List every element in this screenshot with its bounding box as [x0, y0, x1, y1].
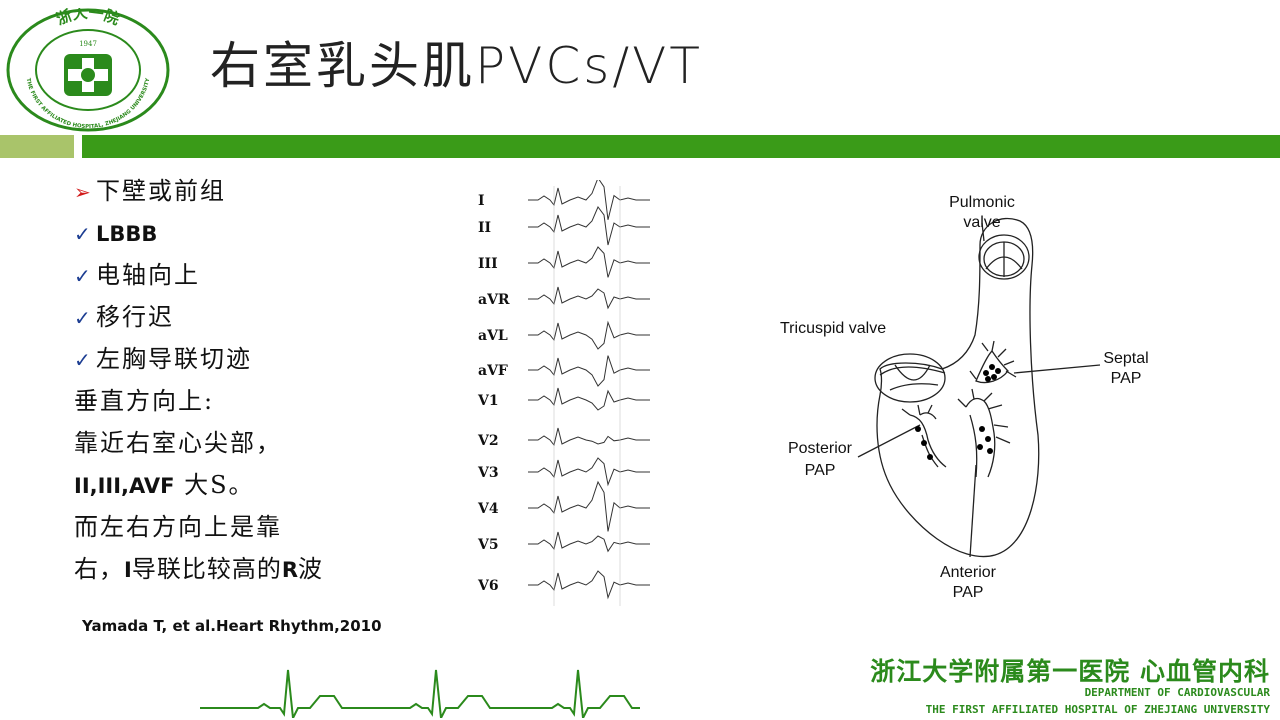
ecg-lead-label: aVF	[478, 363, 508, 379]
ecg-lead-label: V3	[477, 465, 499, 481]
label-anterior-pap: PAP	[953, 584, 984, 601]
bullet-text: 移行迟	[96, 303, 174, 331]
bullet-item: ✓移行迟	[74, 296, 454, 338]
note-line: 靠近右室心尖部，	[74, 429, 282, 457]
note-line: II,III,AVF 大S。	[74, 464, 454, 506]
ecg-trace	[528, 246, 650, 278]
ecg-trace	[528, 206, 650, 246]
ecg-trace	[528, 286, 650, 310]
note-line: 而左右方向上是靠	[74, 513, 282, 541]
slide-title: 右室乳头肌PVCs/VT	[210, 37, 703, 95]
label-septal: Septal	[1103, 350, 1148, 367]
bullet-text: 电轴向上	[96, 261, 200, 289]
ecg-lead-label: III	[478, 256, 498, 272]
label-tricuspid: Tricuspid valve	[780, 320, 886, 337]
ecg-trace	[528, 457, 650, 487]
ecg-trace	[528, 387, 650, 411]
ecg-trace	[528, 427, 650, 447]
bullet-item: ✓左胸导联切迹	[74, 338, 454, 380]
bullet-list: ➢下壁或前组 ✓LBBB ✓电轴向上 ✓移行迟 ✓左胸导联切迹 垂直方向上: 靠…	[74, 170, 454, 590]
check-bullet-icon: ✓	[74, 348, 93, 372]
ecg-lead-label: V1	[477, 393, 499, 409]
note-line: 垂直方向上:	[74, 387, 215, 415]
bullet-text: 下壁或前组	[96, 177, 226, 205]
note-bold-text: R	[281, 558, 298, 582]
ecg-trace	[528, 480, 650, 532]
note-bold-text: I	[124, 558, 132, 582]
ecg-lead-label: II	[478, 220, 491, 236]
bullet-item: ➢下壁或前组	[74, 170, 454, 212]
ecg-trace	[528, 320, 650, 350]
hospital-logo: 浙大一院 THE FIRST AFFILIATED HOSPITAL, ZHEJ…	[6, 8, 170, 132]
bullet-text: 左胸导联切迹	[96, 345, 252, 373]
bullet-item: ✓电轴向上	[74, 254, 454, 296]
pulmonic-valve	[978, 234, 1030, 280]
label-posterior: Posterior	[788, 440, 853, 457]
check-bullet-icon: ✓	[74, 264, 93, 288]
check-bullet-icon: ✓	[74, 222, 93, 246]
check-bullet-icon: ✓	[74, 306, 93, 330]
hospital-name-en: THE FIRST AFFILIATED HOSPITAL OF ZHEJIAN…	[925, 703, 1270, 716]
tricuspid-valve	[874, 353, 946, 403]
arrow-bullet-icon: ➢	[74, 180, 93, 204]
rv-outline	[876, 217, 1040, 558]
note-line: 右，I导联比较高的R波	[74, 548, 454, 590]
ecg-lead-label: I	[478, 193, 485, 209]
note-bold-text: II,III,AVF	[74, 474, 175, 498]
label-septal-pap: PAP	[1111, 370, 1142, 387]
ecg-lead-label: V6	[477, 578, 499, 594]
ecg-lead-label: V2	[477, 433, 499, 449]
department-name-en: DEPARTMENT OF CARDIOVASCULAR	[1084, 686, 1270, 699]
ecg-lead-label: aVL	[478, 328, 508, 344]
ecg-trace	[528, 531, 650, 553]
ecg-lead-label: V4	[477, 501, 499, 517]
note-text: 右，	[74, 555, 124, 583]
citation: Yamada T, et al.Heart Rhythm,2010	[82, 617, 382, 635]
title-band-accent	[0, 135, 74, 158]
note-text: 导联比较高的	[131, 555, 282, 583]
label-pulmonic: Pulmonic	[949, 194, 1015, 211]
note-text: 大S。	[174, 471, 255, 499]
papillary-muscle-diagram: Pulmonic valve Tricuspid valve Septal PA…	[780, 194, 1149, 601]
bullet-item: ✓LBBB	[74, 212, 454, 254]
ecg-trace	[528, 355, 650, 387]
ecg-trace	[528, 180, 650, 220]
note-text: 波	[298, 555, 323, 583]
title-band	[82, 135, 1280, 158]
ecg-trace	[528, 570, 650, 600]
label-pulmonic-valve: valve	[963, 214, 1000, 231]
label-posterior-pap: PAP	[805, 462, 836, 479]
label-anterior: Anterior	[940, 564, 997, 581]
logo-cross-icon	[64, 54, 112, 96]
heartbeat-line-decoration	[200, 669, 640, 718]
bullet-text: LBBB	[96, 222, 158, 246]
ecg-lead-label: aVR	[478, 292, 510, 308]
hospital-name-cn: 浙江大学附属第一医院 心血管内科	[870, 657, 1270, 686]
ecg-lead-label: V5	[477, 537, 499, 553]
logo-year: 1947	[79, 40, 97, 48]
